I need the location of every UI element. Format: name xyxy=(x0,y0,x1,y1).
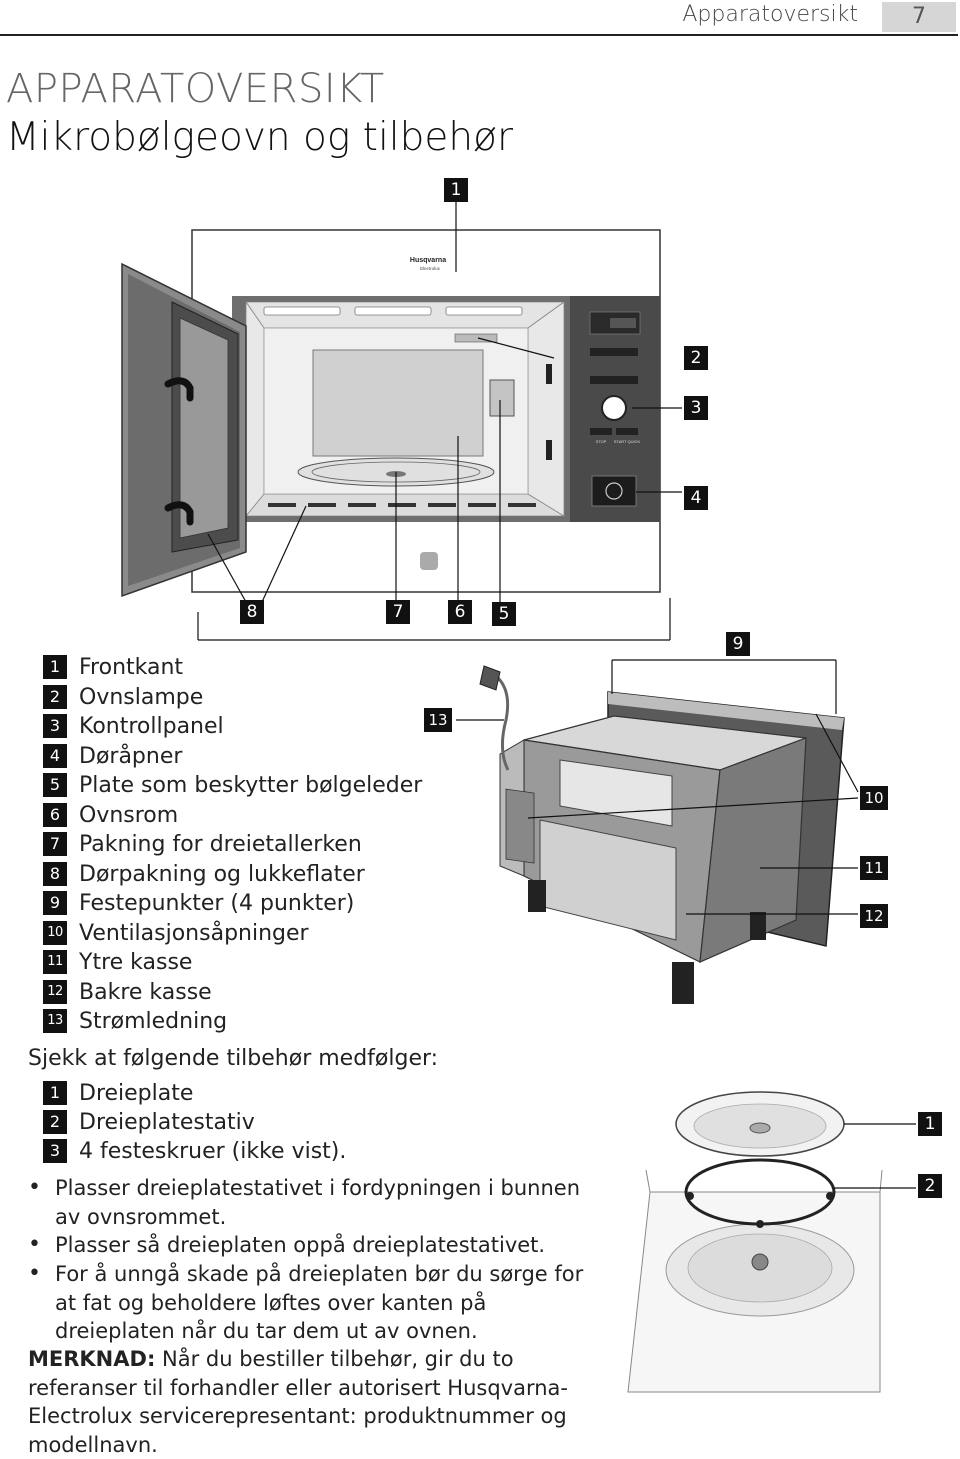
page-number: 7 xyxy=(882,2,956,32)
callout-1: 1 xyxy=(444,178,468,202)
callout-8: 8 xyxy=(240,600,264,624)
callout-4: 4 xyxy=(684,486,708,510)
page-title: APPARATOVERSIKT xyxy=(6,66,385,112)
control-knob xyxy=(601,395,627,421)
callout-6: 6 xyxy=(448,600,472,624)
callout-10: 10 xyxy=(860,786,888,810)
start-label: START QUICK xyxy=(614,439,641,444)
brand-sub: Electrolux xyxy=(420,266,441,271)
note-label: MERKNAD: xyxy=(28,1347,156,1371)
bullet-icon: • xyxy=(28,1261,41,1286)
callout-5: 5 xyxy=(492,602,516,626)
header-divider xyxy=(0,34,958,36)
accessory-callout-1: 1 xyxy=(918,1112,942,1136)
note-paragraph: MERKNAD: Når du bestiller tilbehør, gir … xyxy=(28,1345,628,1459)
callout-7: 7 xyxy=(386,600,410,624)
bullet-item: • Plasser så dreieplaten oppå dreieplate… xyxy=(28,1231,618,1260)
power-cord xyxy=(494,674,510,771)
page-subtitle: Mikrobølgeovn og tilbehør xyxy=(6,115,513,160)
bullet-item: • For å unngå skade på dreieplaten bør d… xyxy=(28,1261,584,1343)
section-title: Apparatoversikt xyxy=(682,2,858,27)
back-window xyxy=(312,349,484,457)
accessories-title: Sjekk at følgende tilbehør medfølger: xyxy=(28,1046,439,1071)
note-text: Når du bestiller tilbehør, gir du to ref… xyxy=(28,1347,568,1457)
callout-9: 9 xyxy=(726,632,750,656)
bullet-icon: • xyxy=(28,1175,41,1200)
callout-12: 12 xyxy=(860,904,888,928)
vent-grille xyxy=(505,788,535,864)
callout-11: 11 xyxy=(860,856,888,880)
brand-logo: Husqvarna xyxy=(410,257,446,264)
brand-emblem xyxy=(420,552,438,570)
oven-lamp xyxy=(454,333,498,343)
callout-2: 2 xyxy=(684,346,708,370)
callout-3: 3 xyxy=(684,396,708,420)
waveguide-cover xyxy=(489,379,515,417)
callout-13: 13 xyxy=(424,708,452,732)
bullet-icon: • xyxy=(28,1232,41,1257)
bullet-item: • Plasser dreieplatestativet i fordypnin… xyxy=(28,1175,580,1229)
stop-label: STOP xyxy=(596,439,607,444)
outer-casing-side xyxy=(699,737,807,963)
accessory-callout-2: 2 xyxy=(918,1174,942,1198)
door-opener xyxy=(591,475,637,507)
